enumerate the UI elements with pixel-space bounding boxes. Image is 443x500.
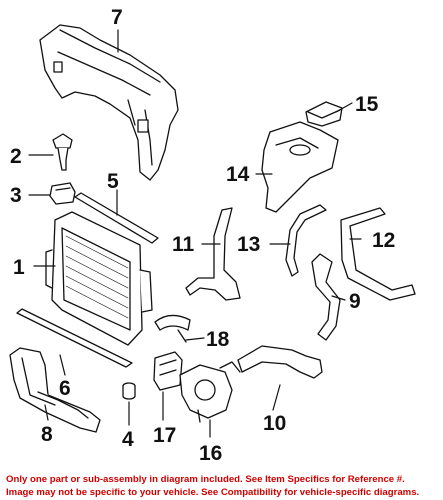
callout-18: 18: [206, 328, 230, 351]
callout-7: 7: [111, 6, 123, 29]
part-9-hose: [311, 253, 341, 341]
part-13-hose: [285, 204, 327, 277]
callout-13: 13: [237, 233, 260, 256]
callout-labels: 7 2 3 5 1 6 8 4 17 16 18 10 9 12 13 11 1…: [10, 6, 395, 465]
callout-11: 11: [172, 233, 195, 256]
callout-17: 17: [153, 424, 176, 447]
callout-4: 4: [122, 428, 134, 451]
part-17-mount: [153, 351, 183, 391]
part-10-hose: [237, 345, 323, 379]
part-7-upper-shroud: [39, 24, 179, 181]
callout-3: 3: [10, 184, 22, 207]
part-6-seal-strip: [16, 308, 133, 368]
callout-5: 5: [107, 170, 119, 193]
callout-1: 1: [13, 256, 25, 279]
part-5-seal-strip: [74, 192, 159, 244]
part-18-clamp: [154, 314, 191, 343]
callout-14: 14: [226, 163, 250, 186]
callout-10: 10: [263, 412, 286, 435]
part-3-bracket: [49, 182, 76, 205]
cooling-system-diagram: 7 2 3 5 1 6 8 4 17 16 18 10 9 12 13 11 1…: [9, 6, 416, 465]
callout-16: 16: [199, 442, 222, 465]
disclaimer-notice: Only one part or sub-assembly in diagram…: [0, 470, 443, 500]
callout-8: 8: [41, 423, 53, 446]
part-1-radiator: [45, 211, 153, 346]
part-14-expansion-tank: [261, 121, 339, 213]
part-16-thermostat-housing: [179, 361, 241, 423]
callout-6: 6: [59, 377, 71, 400]
disclaimer-line-2: Image may not be specific to your vehicl…: [6, 487, 420, 498]
part-4-bushing: [122, 382, 136, 400]
callout-2: 2: [10, 145, 22, 168]
disclaimer-line-1: Only one part or sub-assembly in diagram…: [6, 474, 405, 485]
callout-9: 9: [349, 290, 361, 313]
part-8-lower-shroud: [9, 347, 101, 433]
leader-lines: [28, 29, 362, 438]
part-12-hose: [340, 207, 416, 301]
part-11-hose: [185, 207, 241, 301]
callout-12: 12: [372, 229, 395, 252]
callout-15: 15: [355, 93, 379, 116]
part-2-drain-plug: [52, 133, 73, 171]
part-15-reservoir-cap: [305, 101, 343, 127]
